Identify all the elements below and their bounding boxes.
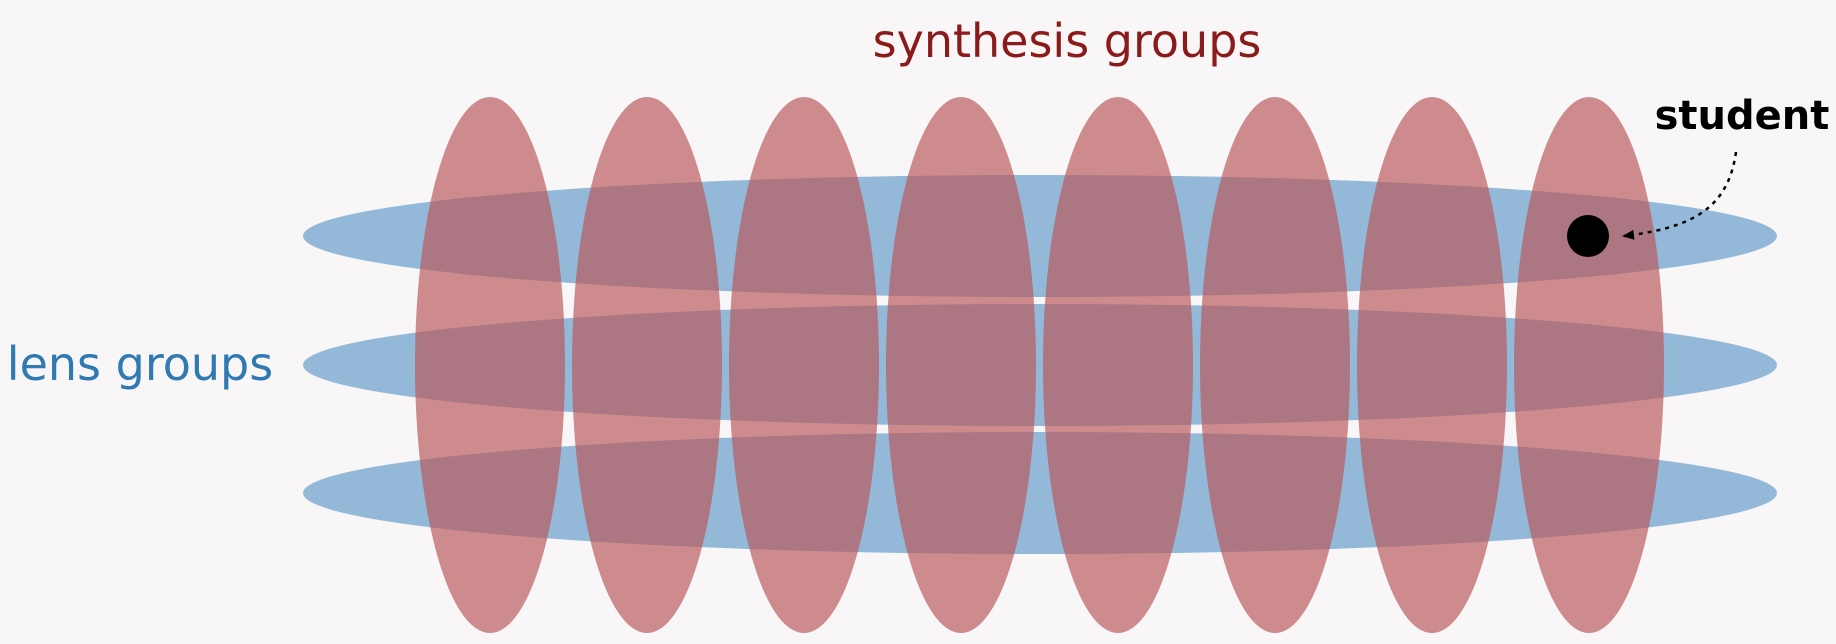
synthesis-group-ellipse (415, 97, 565, 633)
student-marker-icon (1567, 215, 1609, 257)
synthesis-group-ellipse (1357, 97, 1507, 633)
dotted-arrow-icon (1622, 151, 1738, 240)
synthesis-group-ellipse (729, 97, 879, 633)
synthesis-group-ellipse (1200, 97, 1350, 633)
synthesis-group-ellipse (1043, 97, 1193, 633)
synthesis-groups-layer (415, 97, 1664, 633)
synthesis-group-ellipse (572, 97, 722, 633)
synthesis-group-ellipse (886, 97, 1036, 633)
lens-groups-label: lens groups (7, 337, 273, 391)
student-label: student (1655, 93, 1830, 139)
synthesis-group-ellipse (1514, 97, 1664, 633)
synthesis-groups-title: synthesis groups (873, 14, 1262, 68)
